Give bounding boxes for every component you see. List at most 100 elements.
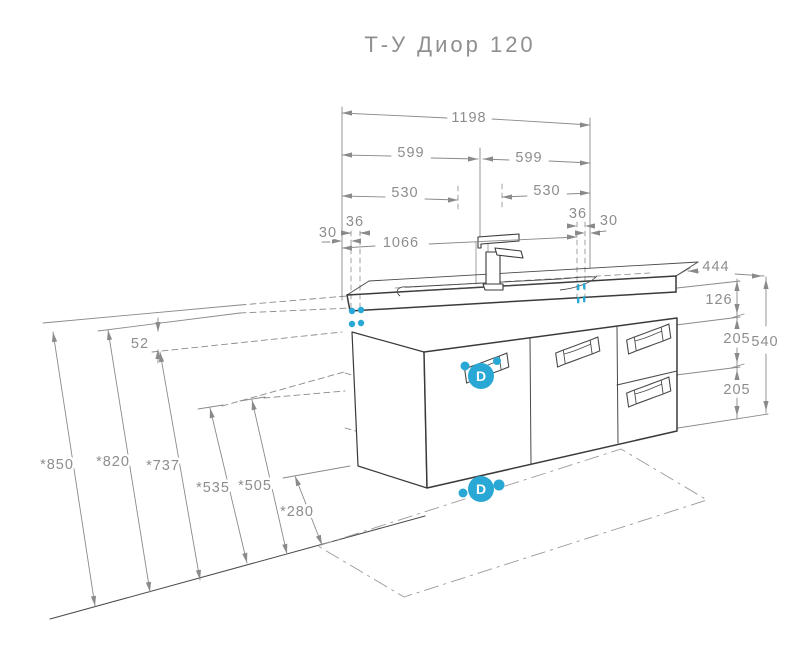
dimension-label-height-535: *535 — [196, 480, 230, 496]
deck-fixing-tick — [577, 297, 580, 304]
dimension-line-total-width — [491, 118, 591, 126]
floor-footprint-projection — [317, 448, 708, 598]
dimension-arrow-height-850 — [51, 332, 58, 343]
dimension-label-height-850: *850 — [40, 457, 74, 473]
dimension-arrow-depth — [752, 273, 762, 279]
dimension-arrow-basin-drop — [155, 349, 161, 359]
wall-fixing-dot — [348, 307, 356, 315]
dimension-arrow-hole-span-right — [502, 194, 512, 200]
dimension-label-height-820: *820 — [96, 454, 130, 470]
dimension-arrow-height-280 — [295, 476, 302, 487]
deck-fixing-tick — [583, 296, 586, 303]
dimension-arrow-height-737 — [195, 569, 202, 580]
bottom-fitting-dot — [493, 479, 505, 491]
dimension-arrow-fixing-span — [567, 234, 577, 240]
dimension-arrow-depth — [688, 268, 698, 274]
right-ext-bottom — [677, 413, 769, 429]
level-280-tick — [282, 465, 351, 479]
door-seam-center — [529, 337, 532, 465]
dimension-label-offset-30-left: 30 — [319, 225, 337, 241]
chain-tick-1 — [730, 313, 745, 319]
basin-top-left-edge — [346, 280, 370, 296]
dimension-arrow-half-width-right — [580, 160, 590, 166]
dimension-line-height-280 — [294, 475, 323, 546]
dimension-label-fixing-span: 1066 — [383, 235, 419, 251]
leader-dashed-1 — [221, 371, 345, 407]
dimension-arrow-fixing-span — [342, 245, 352, 251]
dimension-label-half-width-left: 599 — [397, 145, 424, 161]
dimension-line-height-820 — [107, 329, 151, 593]
dimension-arrow-hole-span-left — [448, 197, 458, 203]
deck-fixing-tick — [583, 283, 586, 290]
dimension-arrow-drawer-height-2 — [734, 370, 740, 380]
drawing-title: Т-У Диор 120 — [364, 32, 535, 57]
wall-fixing-dot — [357, 306, 365, 314]
right-door-handle — [555, 336, 601, 368]
dimension-line-fixing-span — [428, 236, 578, 245]
dimension-label-drawer-height-2: 205 — [723, 382, 750, 398]
dimension-arrow-drawer-height-1 — [734, 353, 740, 363]
dimension-arrow-top-rail-height — [734, 281, 740, 291]
dimension-arrow-total-width — [342, 110, 352, 116]
dimension-label-drawer-height-1: 205 — [723, 331, 750, 347]
dimension-label-hole-span-left: 530 — [391, 185, 418, 201]
dimension-arrow-hole-span-right — [580, 190, 590, 196]
dimension-arrow-total-width — [580, 122, 590, 128]
drawer-handle-top — [626, 323, 672, 355]
dimension-arrow-half-width-left — [468, 156, 478, 162]
dimension-line-height-737 — [159, 351, 201, 581]
right-ext-seam1 — [675, 316, 741, 326]
drawer-handle-bottom — [626, 376, 672, 408]
dimension-arrow-height-535 — [209, 408, 215, 419]
chain-tick-2 — [730, 363, 745, 369]
dimension-arrow-height-737 — [158, 352, 165, 363]
dimension-label-half-width-right: 599 — [515, 150, 542, 166]
door-hinge-marker-d-letter: D — [476, 368, 486, 384]
door-hinge-marker-d — [468, 363, 494, 389]
wall-fixing-dot — [348, 320, 356, 328]
dimension-arrow-half-width-right — [483, 156, 493, 162]
dimension-arrow-cabinet-height — [763, 279, 769, 289]
dimension-arrow-drawer-height-1 — [734, 319, 740, 329]
dimension-arrow-height-280 — [315, 534, 322, 545]
level-820-extension-dashed — [239, 307, 351, 314]
dimension-label-depth: 444 — [702, 259, 729, 275]
basin-front-bottom-edge — [349, 291, 677, 312]
basin-top-right-edge — [675, 261, 699, 277]
dimension-arrow-hole-span-left — [342, 193, 352, 199]
dimension-arrow-height-820 — [145, 581, 152, 592]
bottom-fitting-marker-d-letter: D — [476, 481, 486, 497]
dimension-label-top-rail-height: 126 — [705, 292, 732, 308]
dimension-line-total-width — [341, 112, 448, 119]
right-ext-top — [676, 280, 741, 289]
deck-fixing-tick — [577, 284, 580, 291]
dimension-label-total-width: 1198 — [451, 110, 486, 126]
level-820-extension — [97, 312, 241, 332]
basin-left-end — [346, 294, 351, 312]
dimension-arrow-offset-36-left — [341, 230, 351, 236]
dimension-label-height-737: *737 — [146, 458, 180, 474]
dimension-arrow-half-width-left — [342, 152, 352, 158]
faucet-body — [485, 251, 501, 285]
cabinet-left-panel — [351, 331, 428, 489]
dimension-arrow-cabinet-height — [763, 401, 769, 411]
handle-screw-dot — [460, 361, 470, 371]
dimension-line-height-535 — [209, 407, 248, 564]
dimension-arrow-drawer-height-2 — [734, 406, 740, 416]
level-535-tick — [197, 404, 224, 410]
basin-bowl-inner-line — [411, 282, 553, 292]
basin-top-back-edge — [368, 261, 699, 282]
dimension-label-height-505: *505 — [238, 478, 272, 494]
dimension-arrow-offset-30-left — [351, 238, 361, 244]
bottom-fitting-dot — [458, 488, 468, 498]
bottom-fitting-marker-d — [468, 476, 494, 502]
dimension-arrow-height-850 — [90, 595, 97, 606]
dimension-label-cabinet-height: 540 — [751, 334, 778, 350]
faucet-lever — [494, 247, 524, 259]
dimension-label-offset-30-right: 30 — [600, 213, 618, 229]
basin-bowl-front-rim — [396, 276, 596, 297]
dimension-label-offset-36-left: 36 — [346, 214, 364, 230]
level-850-extension — [42, 304, 241, 324]
dimension-arrow-offset-36-right — [567, 223, 577, 229]
